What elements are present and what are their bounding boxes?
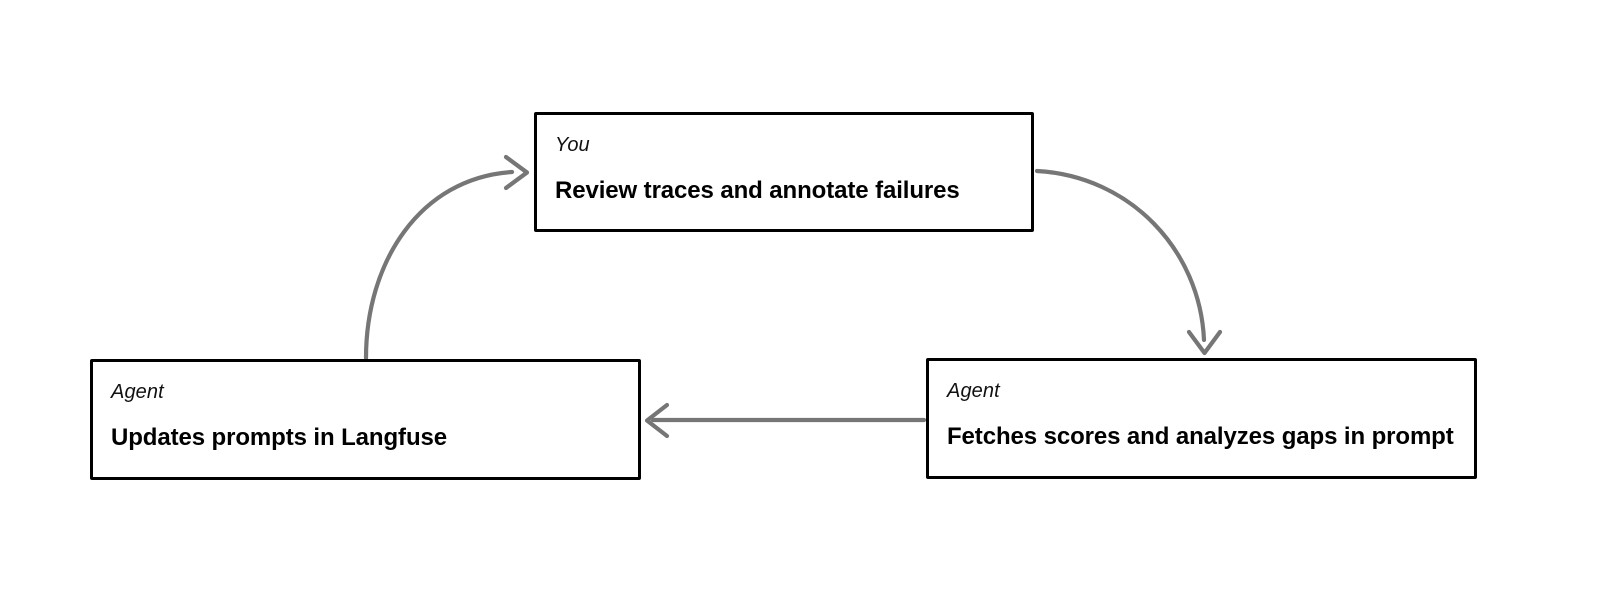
- node-agent-fetches[interactable]: Agent Fetches scores and analyzes gaps i…: [926, 358, 1477, 479]
- connector-updates-to-you: [363, 154, 530, 361]
- arrowhead-updates-to-you: [503, 154, 530, 191]
- connector-you-to-fetches: [1034, 168, 1223, 356]
- node-role-label: Agent: [947, 380, 1000, 402]
- node-action-label: Review traces and annotate failures: [555, 177, 960, 204]
- node-you-review[interactable]: You Review traces and annotate failures: [534, 112, 1034, 232]
- arrowhead-you-to-fetches: [1186, 329, 1223, 356]
- connector-updates-to-you-line: [363, 169, 515, 361]
- node-action-label: Fetches scores and analyzes gaps in prom…: [947, 423, 1454, 450]
- connector-fetches-to-updates: [644, 402, 927, 439]
- node-action-label: Updates prompts in Langfuse: [111, 424, 447, 451]
- node-role-label: You: [555, 134, 590, 156]
- arrowhead-fetches-to-updates: [644, 402, 670, 439]
- connector-you-to-fetches-line: [1034, 168, 1207, 343]
- node-agent-updates[interactable]: Agent Updates prompts in Langfuse: [90, 359, 641, 480]
- node-role-label: Agent: [111, 381, 164, 403]
